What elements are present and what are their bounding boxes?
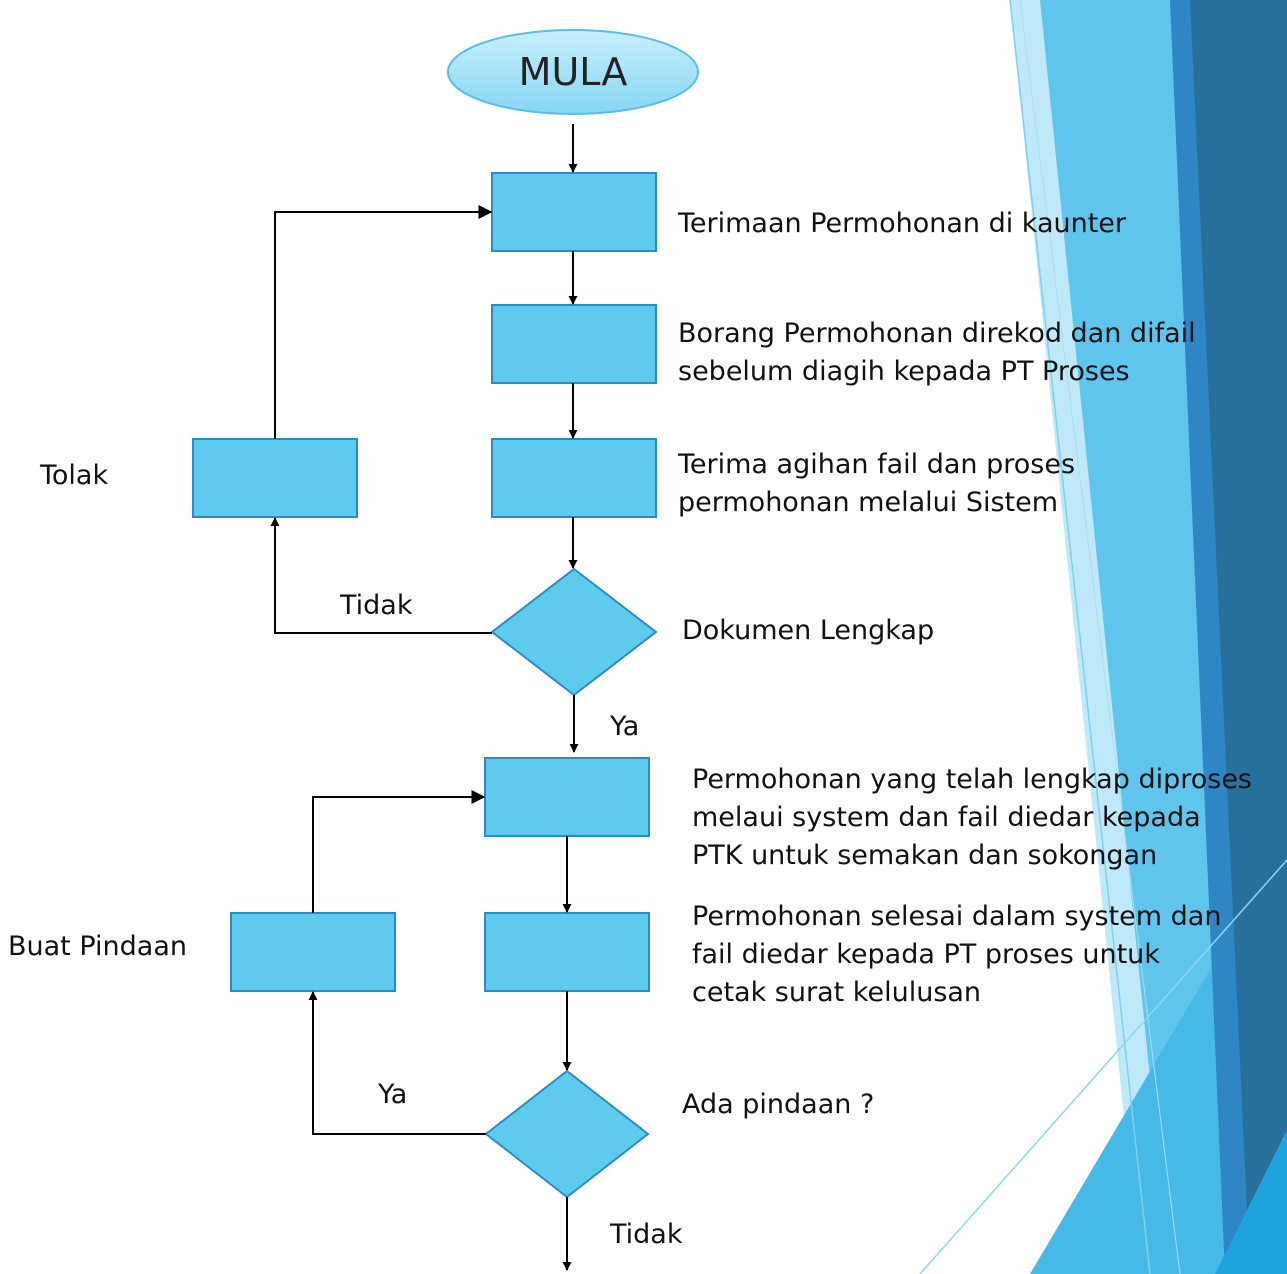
process-box-process-complete xyxy=(484,757,650,837)
branch-no-label-1: Tidak xyxy=(340,590,413,621)
decor-bright-corner xyxy=(1215,1130,1287,1274)
reject-label: Tolak xyxy=(40,460,109,491)
process-box-reject xyxy=(192,438,358,518)
decor-thin-line-1 xyxy=(1009,0,1151,1274)
arrow-reject-to-receive xyxy=(274,205,493,439)
branch-yes-label-1: Ya xyxy=(610,711,640,742)
arrow-amend-to-process xyxy=(312,790,486,913)
step-finish-line3: cetak surat kelulusan xyxy=(692,977,982,1008)
decision-amend xyxy=(484,1069,650,1199)
branch-yes-label-2: Ya xyxy=(378,1079,408,1110)
arrow-no-to-reject xyxy=(270,517,492,634)
step-finish-line1: Permohonan selesai dalam system dan xyxy=(692,901,1222,932)
branch-no-label-2: Tidak xyxy=(610,1219,683,1250)
step-record-label-line2: sebelum diagih kepada PT Proses xyxy=(678,356,1130,387)
process-box-receive xyxy=(491,172,657,252)
decor-dark-band xyxy=(1190,0,1287,1274)
decision-amend-label: Ada pindaan ? xyxy=(682,1089,875,1120)
process-box-record xyxy=(491,304,657,384)
decision-complete-docs-label: Dokumen Lengkap xyxy=(682,615,935,646)
start-terminal xyxy=(447,29,699,115)
step-finish-line2: fail diedar kepada PT proses untuk xyxy=(692,939,1160,970)
step-distribute-label-line1: Terima agihan fail dan proses xyxy=(678,449,1076,480)
arrow-yes-to-amend xyxy=(308,991,486,1135)
step-receive-label: Terimaan Permohonan di kaunter xyxy=(678,208,1127,239)
step-distribute-label-line2: permohonan melalui Sistem xyxy=(678,487,1059,518)
process-box-amend xyxy=(230,912,396,992)
start-label: MULA xyxy=(518,50,628,94)
step-process-complete-line1: Permohonan yang telah lengkap diproses xyxy=(692,764,1252,795)
decision-complete-docs xyxy=(490,567,658,697)
step-record-label-line1: Borang Permohonan direkod dan difail xyxy=(678,318,1196,349)
step-process-complete-line2: melaui system dan fail diedar kepada xyxy=(692,802,1201,833)
amend-label: Buat Pindaan xyxy=(8,931,187,962)
process-box-distribute xyxy=(491,438,657,518)
decor-thin-line-2 xyxy=(1019,0,1181,1274)
step-process-complete-line3: PTK untuk semakan dan sokongan xyxy=(692,840,1158,871)
process-box-finish xyxy=(484,912,650,992)
decor-thin-line-3 xyxy=(919,859,1287,1274)
